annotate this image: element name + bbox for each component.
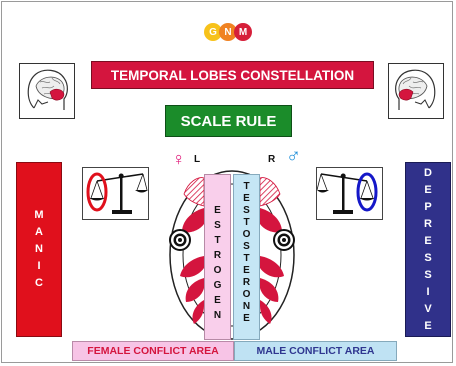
mars-icon: ♂ [286, 145, 301, 167]
depressive-letter: E [424, 183, 432, 196]
logo-letter-g: G [204, 23, 222, 41]
testosterone-letter: N [242, 301, 251, 312]
scale-right-icon [316, 167, 383, 220]
subtitle-banner: SCALE RULE [165, 105, 292, 137]
testosterone-letter: O [242, 229, 251, 240]
left-side-label: L [194, 154, 201, 165]
estrogen-letter: S [214, 220, 221, 231]
manic-bar: M A N I C [16, 162, 62, 337]
testosterone-letter: E [243, 193, 250, 204]
right-side-label: R [268, 154, 276, 165]
gnm-logo: G N M [204, 23, 252, 41]
depressive-letter: R [424, 217, 432, 230]
depressive-bar: D E P R E S S I V E [405, 162, 451, 337]
depressive-letter: D [424, 166, 432, 179]
venus-icon: ♀ [172, 149, 186, 169]
manic-letter: N [35, 243, 43, 255]
testosterone-letter: S [243, 241, 250, 252]
depressive-letter: E [424, 234, 432, 247]
testosterone-column: T E S T O S T E R O N E [233, 174, 260, 340]
testosterone-letter: E [243, 265, 250, 276]
testosterone-letter: O [242, 289, 251, 300]
female-conflict-area: FEMALE CONFLICT AREA [72, 341, 234, 361]
estrogen-letter: R [213, 250, 222, 261]
male-conflict-area: MALE CONFLICT AREA [234, 341, 397, 361]
testosterone-letter: T [243, 217, 250, 228]
depressive-letter: S [424, 268, 432, 281]
depressive-letter: P [424, 200, 432, 213]
scale-left-icon [82, 167, 149, 220]
testosterone-letter: S [243, 205, 250, 216]
depressive-letter: E [424, 319, 432, 332]
title-banner: TEMPORAL LOBES CONSTELLATION [91, 61, 374, 89]
logo-letter-m: M [234, 23, 252, 41]
target-left-icon [169, 229, 191, 251]
testosterone-letter: R [242, 277, 251, 288]
brain-head-left-icon [19, 63, 75, 119]
brain-head-right-icon [388, 63, 444, 119]
manic-letter: I [37, 260, 41, 272]
manic-letter: C [35, 277, 43, 289]
estrogen-letter: G [213, 280, 222, 291]
manic-letter: M [34, 209, 44, 221]
target-right-icon [273, 229, 295, 251]
depressive-letter: I [426, 285, 430, 298]
testosterone-letter: T [243, 253, 250, 264]
testosterone-letter: T [243, 181, 250, 192]
estrogen-column: E S T R O G E N [204, 174, 231, 340]
estrogen-letter: N [213, 310, 222, 321]
estrogen-letter: O [213, 265, 222, 276]
estrogen-letter: T [214, 235, 221, 246]
depressive-letter: S [424, 251, 432, 264]
manic-letter: A [35, 226, 43, 238]
estrogen-letter: E [214, 295, 221, 306]
testosterone-letter: E [243, 313, 250, 324]
logo-letter-n: N [219, 23, 237, 41]
estrogen-letter: E [214, 205, 221, 216]
depressive-letter: V [424, 302, 432, 315]
